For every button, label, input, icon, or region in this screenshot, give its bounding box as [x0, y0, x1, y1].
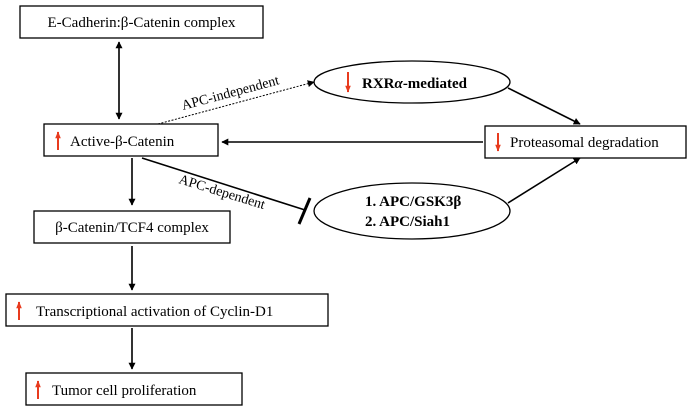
node-proteasomal-degradation: Proteasomal degradation	[484, 125, 687, 159]
svg-text:β-Catenin/TCF4 complex: β-Catenin/TCF4 complex	[55, 220, 209, 236]
svg-text:Transcriptional activation of: Transcriptional activation of Cyclin-D1	[36, 304, 273, 320]
label-apc-independent: APC-independent	[180, 73, 281, 113]
svg-text:Proteasomal degradation: Proteasomal degradation	[510, 135, 659, 151]
edge-apc-dependent	[141, 157, 306, 211]
node-ecadherin-complex: E-Cadherin:β-Catenin complex	[19, 5, 264, 39]
svg-text:2. APC/Siah1: 2. APC/Siah1	[365, 214, 450, 230]
svg-text:Active-β-Catenin: Active-β-Catenin	[70, 134, 175, 150]
node-cyclin-d1-activation: Transcriptional activation of Cyclin-D1	[5, 293, 329, 327]
node-rxr-mediated: RXRα-mediated	[313, 60, 511, 104]
svg-text:Tumor cell proliferation: Tumor cell proliferation	[52, 383, 197, 399]
edge-rxr-proteasomal	[507, 87, 581, 125]
node-tumor-proliferation: Tumor cell proliferation	[25, 372, 243, 406]
edge-apc-proteasomal	[507, 157, 581, 204]
node-apc-complexes: 1. APC/GSK3β 2. APC/Siah1	[313, 182, 511, 240]
node-tcf4-complex: β-Catenin/TCF4 complex	[33, 210, 231, 244]
svg-text:RXRα-mediated: RXRα-mediated	[362, 76, 468, 92]
svg-text:1. APC/GSK3β: 1. APC/GSK3β	[365, 194, 461, 210]
inhibition-bar	[297, 197, 312, 225]
svg-text:E-Cadherin:β-Catenin complex: E-Cadherin:β-Catenin complex	[48, 15, 236, 31]
node-active-beta-catenin: Active-β-Catenin	[43, 123, 219, 157]
edge-apc-independent	[157, 80, 315, 125]
